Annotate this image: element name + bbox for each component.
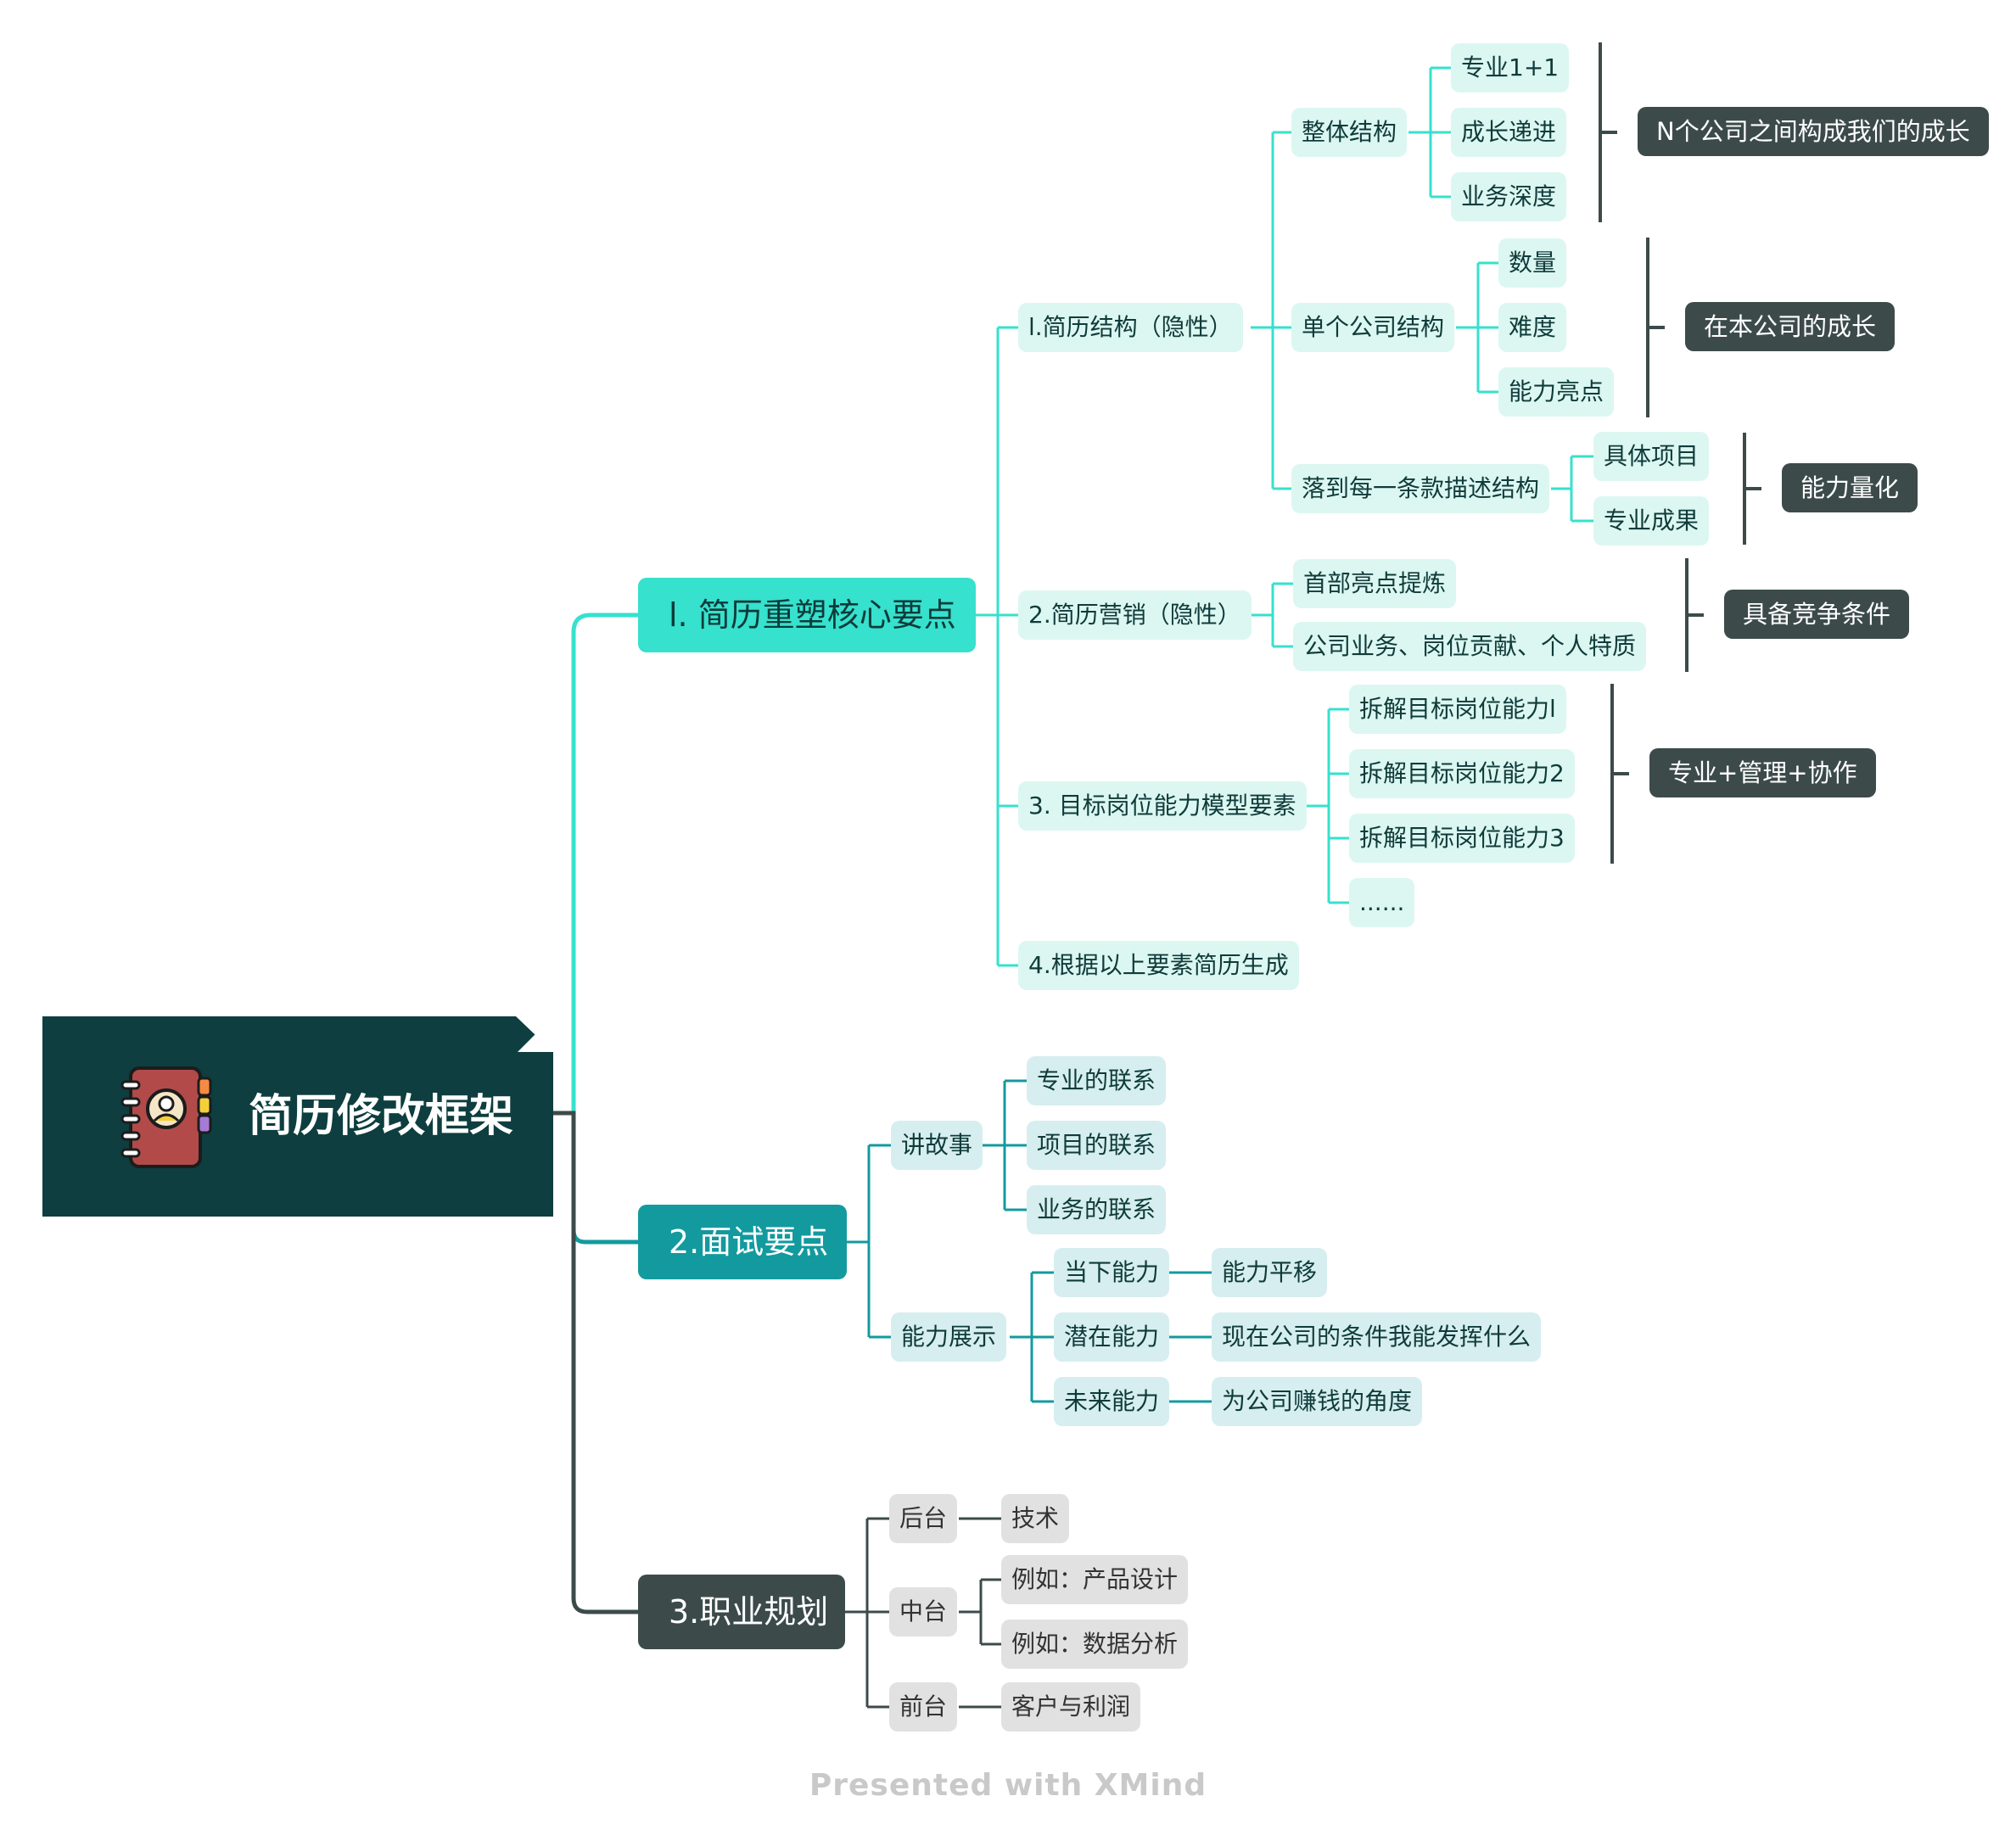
topic-item[interactable]: 业务的联系 [1027, 1185, 1167, 1234]
topic-front[interactable]: 前台 [889, 1682, 958, 1732]
topic-item[interactable]: 拆解目标岗位能力2 [1349, 749, 1575, 798]
root-fold-corner [518, 1016, 553, 1052]
summary-pro-mgmt-collab[interactable]: 专业+管理+协作 [1649, 748, 1876, 797]
topic-item[interactable]: 专业成果 [1593, 496, 1710, 546]
topic-resume-marketing[interactable]: 2.简历营销（隐性） [1018, 590, 1252, 640]
summary-growth-in-company[interactable]: 在本公司的成长 [1685, 302, 1896, 351]
topic-item[interactable]: 首部亮点提炼 [1293, 559, 1457, 608]
topic-overall-structure[interactable]: 整体结构 [1291, 108, 1408, 157]
topic-item[interactable]: 客户与利润 [1001, 1682, 1141, 1732]
topic-middle[interactable]: 中台 [889, 1587, 958, 1637]
address-book-icon [120, 1066, 212, 1168]
topic-item[interactable]: 拆解目标岗位能力l [1349, 685, 1566, 734]
topic-item[interactable]: 业务深度 [1451, 172, 1567, 221]
topic-item[interactable]: 潜在能力 [1054, 1312, 1170, 1362]
topic-each-item-structure[interactable]: 落到每一条款描述结构 [1291, 464, 1550, 513]
branch-career-planning[interactable]: 3.职业规划 [638, 1575, 845, 1649]
topic-backend[interactable]: 后台 [889, 1494, 958, 1543]
summary-competitive[interactable]: 具备竞争条件 [1724, 590, 1910, 639]
topic-item[interactable]: 具体项目 [1593, 432, 1710, 481]
summary-quantify-ability[interactable]: 能力量化 [1782, 463, 1918, 512]
topic-item[interactable]: 项目的联系 [1027, 1121, 1167, 1170]
topic-item[interactable]: 能力平移 [1212, 1248, 1328, 1297]
topic-resume-structure[interactable]: l.简历结构（隐性） [1018, 303, 1243, 352]
topic-item[interactable]: 专业的联系 [1027, 1056, 1167, 1105]
topic-generate-resume[interactable]: 4.根据以上要素简历生成 [1018, 941, 1299, 990]
summary-growth-across-companies[interactable]: N个公司之间构成我们的成长 [1638, 107, 1989, 156]
topic-item[interactable]: 现在公司的条件我能发挥什么 [1212, 1312, 1542, 1362]
topic-item[interactable]: 未来能力 [1054, 1377, 1170, 1426]
topic-item[interactable]: 技术 [1001, 1494, 1070, 1543]
root-topic[interactable]: 简历修改框架 [42, 1016, 553, 1217]
topic-item[interactable]: 例如：产品设计 [1001, 1555, 1189, 1604]
watermark: Presented with XMind [809, 1768, 1207, 1803]
topic-item[interactable]: 为公司赚钱的角度 [1212, 1377, 1423, 1426]
topic-item[interactable]: 公司业务、岗位贡献、个人特质 [1293, 622, 1647, 671]
topic-ability-showcase[interactable]: 能力展示 [891, 1312, 1007, 1362]
topic-item[interactable]: 当下能力 [1054, 1248, 1170, 1297]
topic-item[interactable]: 难度 [1498, 303, 1567, 352]
topic-item[interactable]: ...... [1349, 878, 1415, 927]
topic-item[interactable]: 成长递进 [1451, 108, 1567, 157]
topic-item[interactable]: 拆解目标岗位能力3 [1349, 814, 1575, 863]
branch-resume-core[interactable]: l. 简历重塑核心要点 [638, 578, 976, 652]
branch-interview-points[interactable]: 2.面试要点 [638, 1205, 847, 1279]
topic-item[interactable]: 数量 [1498, 238, 1567, 288]
root-title: 简历修改框架 [249, 1091, 514, 1142]
topic-item[interactable]: 专业1+1 [1451, 43, 1570, 92]
topic-target-ability-model[interactable]: 3. 目标岗位能力模型要素 [1018, 781, 1307, 831]
topic-storytelling[interactable]: 讲故事 [891, 1121, 983, 1170]
topic-item[interactable]: 例如：数据分析 [1001, 1620, 1189, 1669]
topic-single-company-structure[interactable]: 单个公司结构 [1291, 303, 1455, 352]
topic-item[interactable]: 能力亮点 [1498, 367, 1615, 417]
